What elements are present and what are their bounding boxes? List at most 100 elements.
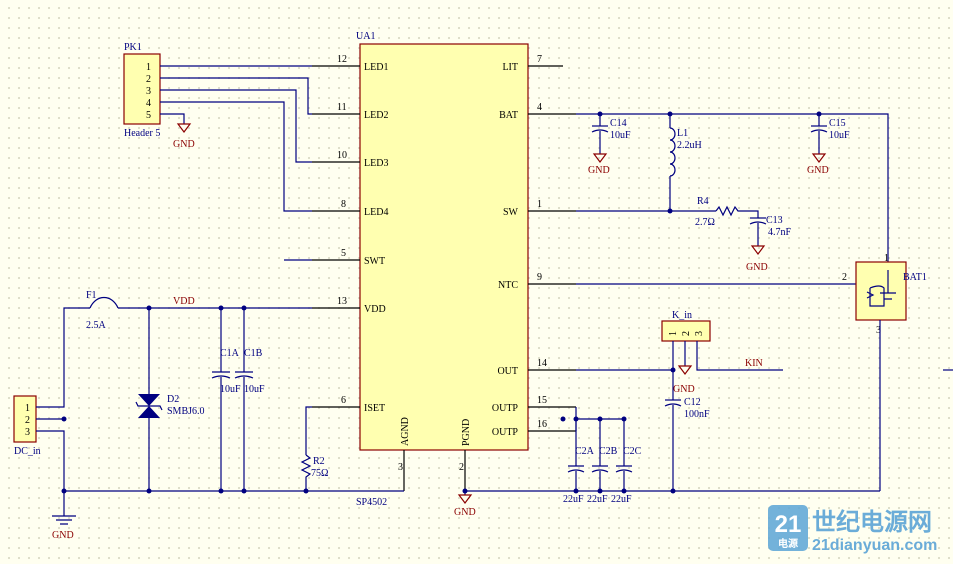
c1b-designator: C1B: [244, 348, 263, 359]
watermark-logo-icon: [768, 505, 808, 551]
bat1-designator: BAT1: [903, 272, 927, 283]
c1a-designator: C1A: [220, 348, 240, 359]
dc-in-pin-1: 1: [25, 403, 30, 414]
pin-name-pgnd: PGND: [461, 419, 472, 446]
svg-text:GND: GND: [173, 139, 195, 150]
pin-num-led2: 11: [337, 102, 347, 113]
pin-num-lit: 7: [537, 54, 542, 65]
pin-num-outp2: 16: [537, 419, 547, 430]
gnd-symbol-c13: GND: [746, 245, 768, 273]
c15-designator: C15: [829, 118, 846, 129]
pin-num-bat: 4: [537, 102, 542, 113]
c1b-value: 10uF: [244, 384, 265, 395]
svg-text:GND: GND: [673, 384, 695, 395]
pin-name-led4: LED4: [364, 207, 388, 218]
f1-designator: F1: [86, 290, 97, 301]
c14-value: 10uF: [610, 130, 631, 141]
k-in-pin-1: 1: [668, 331, 679, 336]
k-in-connector-body: [661, 320, 711, 342]
c13-value: 4.7nF: [768, 227, 792, 238]
ua1-part: SP4502: [356, 497, 387, 508]
k-in-designator: K_in: [672, 310, 692, 321]
pk1-comment: Header 5: [124, 128, 160, 139]
svg-text:GND: GND: [807, 165, 829, 176]
pin-num-led3: 10: [337, 150, 347, 161]
l1-designator: L1: [677, 128, 688, 139]
pin-name-led3: LED3: [364, 158, 388, 169]
pin-num-led1: 12: [337, 54, 347, 65]
pin-name-iset: ISET: [364, 403, 385, 414]
dc-in-designator: DC_in: [14, 446, 41, 457]
pin-num-swt: 5: [341, 248, 346, 259]
c2c-value: 22uF: [611, 494, 632, 505]
pin-num-ntc: 9: [537, 272, 542, 283]
pin-num-outp1: 15: [537, 395, 547, 406]
pin-name-swt: SWT: [364, 256, 385, 267]
pin-name-sw: SW: [503, 207, 519, 218]
pk1-pin-4: 4: [146, 98, 151, 109]
pk1-pin-1: 1: [146, 62, 151, 73]
pin-name-out: OUT: [497, 366, 518, 377]
c14-designator: C14: [610, 118, 627, 129]
bat1-body: [855, 261, 907, 321]
svg-text:GND: GND: [588, 165, 610, 176]
pin-name-vdd: VDD: [364, 304, 386, 315]
f1-value: 2.5A: [86, 320, 107, 331]
pin-num-vdd: 13: [337, 296, 347, 307]
dc-in-pin-2: 2: [25, 415, 30, 426]
c12-designator: C12: [684, 397, 701, 408]
watermark-logo-sub: 电源: [778, 537, 798, 550]
k-in-pin-3: 3: [694, 331, 705, 336]
net-label-vdd: VDD: [173, 296, 195, 307]
pin-num-out: 14: [537, 358, 547, 369]
pk1-header-body: [123, 53, 161, 125]
l1-value: 2.2uH: [677, 140, 702, 151]
gnd-symbol-dcin: GND: [52, 491, 76, 541]
bat1-pin-2: 2: [842, 272, 847, 283]
c1a-value: 10uF: [220, 384, 241, 395]
c2a-designator: C2A: [575, 446, 595, 457]
c15-value: 10uF: [829, 130, 850, 141]
pin-name-led1: LED1: [364, 62, 388, 73]
r4-value: 2.7Ω: [695, 217, 715, 228]
pin-name-outp2: OUTP: [492, 427, 519, 438]
gnd-symbol-pk1: GND: [173, 123, 195, 150]
pin-name-ntc: NTC: [498, 280, 518, 291]
pin-name-lit: LIT: [502, 62, 518, 73]
bat1-pin-3: 3: [876, 325, 881, 336]
r2-value: 75Ω: [311, 468, 328, 479]
bat1-pin-1: 1: [884, 253, 889, 264]
c2b-value: 22uF: [587, 494, 608, 505]
pk1-designator: PK1: [124, 42, 142, 53]
pk1-pin-3: 3: [146, 86, 151, 97]
pk1-pin-2: 2: [146, 74, 151, 85]
c2a-value: 22uF: [563, 494, 584, 505]
dc-in-pin-3: 3: [25, 427, 30, 438]
c12-value: 100nF: [684, 409, 710, 420]
gnd-symbol-c15: GND: [807, 153, 829, 176]
pin-num-led4: 8: [341, 199, 346, 210]
svg-text:GND: GND: [746, 262, 768, 273]
pin-num-pgnd: 2: [459, 462, 464, 473]
svg-text:GND: GND: [52, 530, 74, 541]
pin-name-bat: BAT: [499, 110, 518, 121]
r2-designator: R2: [313, 456, 325, 467]
gnd-symbol-pgnd: GND: [454, 491, 476, 518]
watermark-url: 21dianyuan.com: [812, 537, 937, 554]
c2b-designator: C2B: [599, 446, 618, 457]
watermark-logo-digits: 21: [775, 511, 802, 538]
svg-text:GND: GND: [454, 507, 476, 518]
gnd-symbol-kin: GND: [673, 365, 695, 395]
c2c-designator: C2C: [623, 446, 642, 457]
pin-name-outp1: OUTP: [492, 403, 519, 414]
d2-diode-symbol: [138, 394, 160, 406]
pin-num-agnd: 3: [398, 462, 403, 473]
site-watermark: 21 电源 世纪电源网 21dianyuan.com: [768, 505, 937, 554]
watermark-title: 世纪电源网: [812, 509, 932, 536]
c13-designator: C13: [766, 215, 783, 226]
k-in-pin-2: 2: [681, 331, 692, 336]
pin-name-led2: LED2: [364, 110, 388, 121]
gnd-symbol-c14: GND: [588, 153, 610, 176]
pin-num-sw: 1: [537, 199, 542, 210]
